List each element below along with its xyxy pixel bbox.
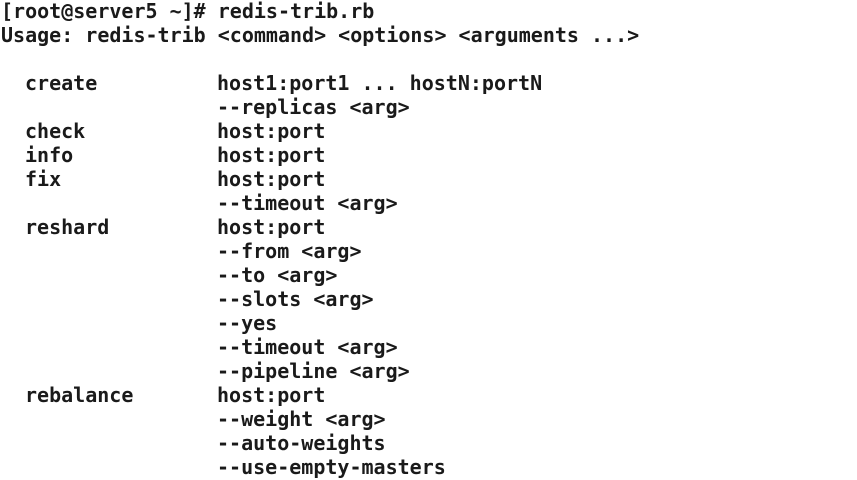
subcommand-argument: --slots <arg> — [217, 287, 374, 311]
subcommand-argument: --use-empty-masters — [217, 455, 446, 479]
subcommand-argument: host1:port1 ... hostN:portN — [217, 71, 543, 95]
shell-prompt: [root@server5 ~]# — [1, 0, 218, 23]
subcommand-argument: --auto-weights — [217, 431, 386, 455]
help-row: check host:port — [1, 119, 639, 143]
help-row: --from <arg> — [1, 239, 639, 263]
help-row: --weight <arg> — [1, 407, 639, 431]
help-row: --timeout <arg> — [1, 335, 639, 359]
subcommand-argument: --timeout <arg> — [217, 191, 398, 215]
subcommand-argument: --yes — [217, 311, 278, 335]
prompt-line: [root@server5 ~]# redis-trib.rb — [1, 0, 639, 23]
help-row: info host:port — [1, 143, 639, 167]
help-row: --yes — [1, 311, 639, 335]
subcommand-argument: host:port — [217, 119, 326, 143]
subcommand-name: info — [25, 143, 74, 167]
subcommand-argument: host:port — [217, 215, 326, 239]
subcommand-name: rebalance — [25, 383, 134, 407]
subcommand-argument: host:port — [217, 383, 326, 407]
help-row: fix host:port — [1, 167, 639, 191]
subcommand-argument: --from <arg> — [217, 239, 362, 263]
blank-line — [1, 47, 639, 71]
help-row: --auto-weights — [1, 431, 639, 455]
subcommand-argument: --replicas <arg> — [217, 95, 410, 119]
subcommand-name: check — [25, 119, 86, 143]
subcommand-name: reshard — [25, 215, 110, 239]
subcommand-argument: --to <arg> — [217, 263, 338, 287]
usage-line: Usage: redis-trib <command> <options> <a… — [1, 23, 640, 47]
help-row: --timeout <arg> — [1, 191, 639, 215]
help-row: --use-empty-masters — [1, 455, 639, 479]
help-row: --replicas <arg> — [1, 95, 639, 119]
subcommand-name: fix — [25, 167, 62, 191]
terminal-output: [root@server5 ~]# redis-trib.rb Usage: r… — [1, 0, 639, 479]
help-row: --slots <arg> — [1, 287, 639, 311]
subcommand-name: create — [25, 71, 98, 95]
entered-command: redis-trib.rb — [217, 0, 375, 23]
help-row: rebalance host:port — [1, 383, 639, 407]
help-row: --pipeline <arg> — [1, 359, 639, 383]
help-row: --to <arg> — [1, 263, 639, 287]
subcommand-argument: --pipeline <arg> — [217, 359, 410, 383]
subcommand-argument: --weight <arg> — [217, 407, 386, 431]
subcommand-argument: host:port — [217, 143, 326, 167]
help-row: reshard host:port — [1, 215, 639, 239]
subcommand-argument: host:port — [217, 167, 326, 191]
help-row: create host1:port1 ... hostN:portN — [1, 71, 639, 95]
subcommand-argument: --timeout <arg> — [217, 335, 398, 359]
